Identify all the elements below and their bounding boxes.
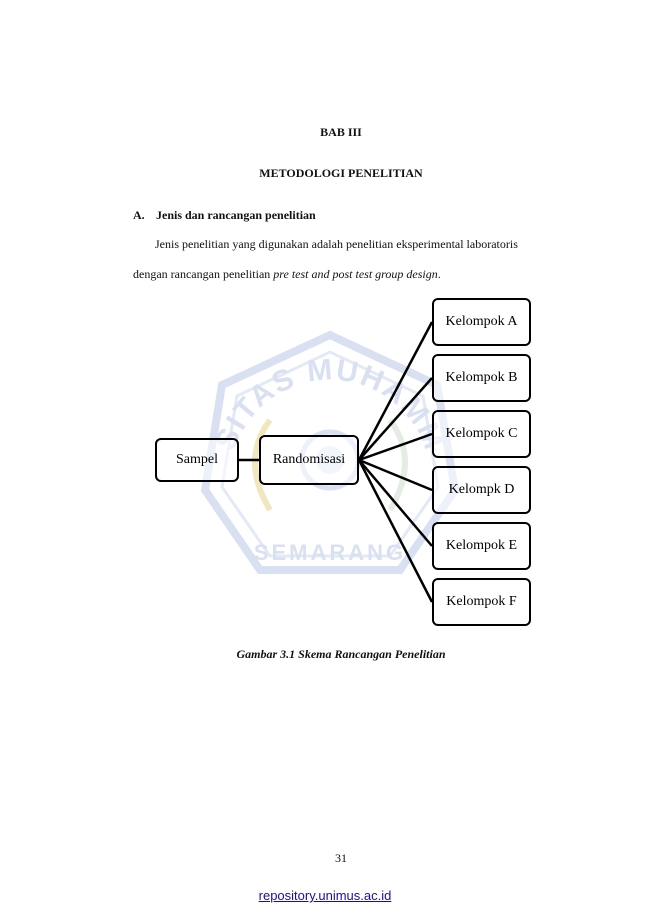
paragraph-line-2-italic: pre test and post test group design: [273, 267, 438, 281]
box-kelompok-b: Kelompok B: [432, 354, 531, 402]
section-heading: A. Jenis dan rancangan penelitian: [133, 208, 316, 223]
box-sampel: Sampel: [155, 438, 239, 482]
section-title: Jenis dan rancangan penelitian: [156, 208, 316, 222]
box-randomisasi: Randomisasi: [259, 435, 359, 485]
section-number: A.: [133, 208, 145, 222]
paragraph-line-2-end: .: [437, 267, 441, 281]
box-kelompok-c: Kelompok C: [432, 410, 531, 458]
page-number: 31: [335, 851, 347, 865]
box-kelompok-f: Kelompok F: [432, 578, 531, 626]
figure-caption: Gambar 3.1 Skema Rancangan Penelitian: [236, 647, 446, 661]
paragraph-line-1: Jenis penelitian yang digunakan adalah p…: [155, 237, 518, 251]
box-kelompok-d: Kelompk D: [432, 466, 531, 514]
watermark-bottom-text: SEMARANG: [254, 540, 406, 565]
box-kelompok-e: Kelompok E: [432, 522, 531, 570]
chapter-title: METODOLOGI PENELITIAN: [259, 166, 423, 180]
chapter-heading: BAB III: [320, 125, 362, 139]
paragraph-line-2-text: dengan rancangan penelitian: [133, 267, 274, 281]
box-kelompok-a: Kelompok A: [432, 298, 531, 346]
repository-link[interactable]: repository.unimus.ac.id: [258, 888, 392, 903]
paragraph-line-2: dengan rancangan penelitian pre test and…: [133, 267, 441, 282]
